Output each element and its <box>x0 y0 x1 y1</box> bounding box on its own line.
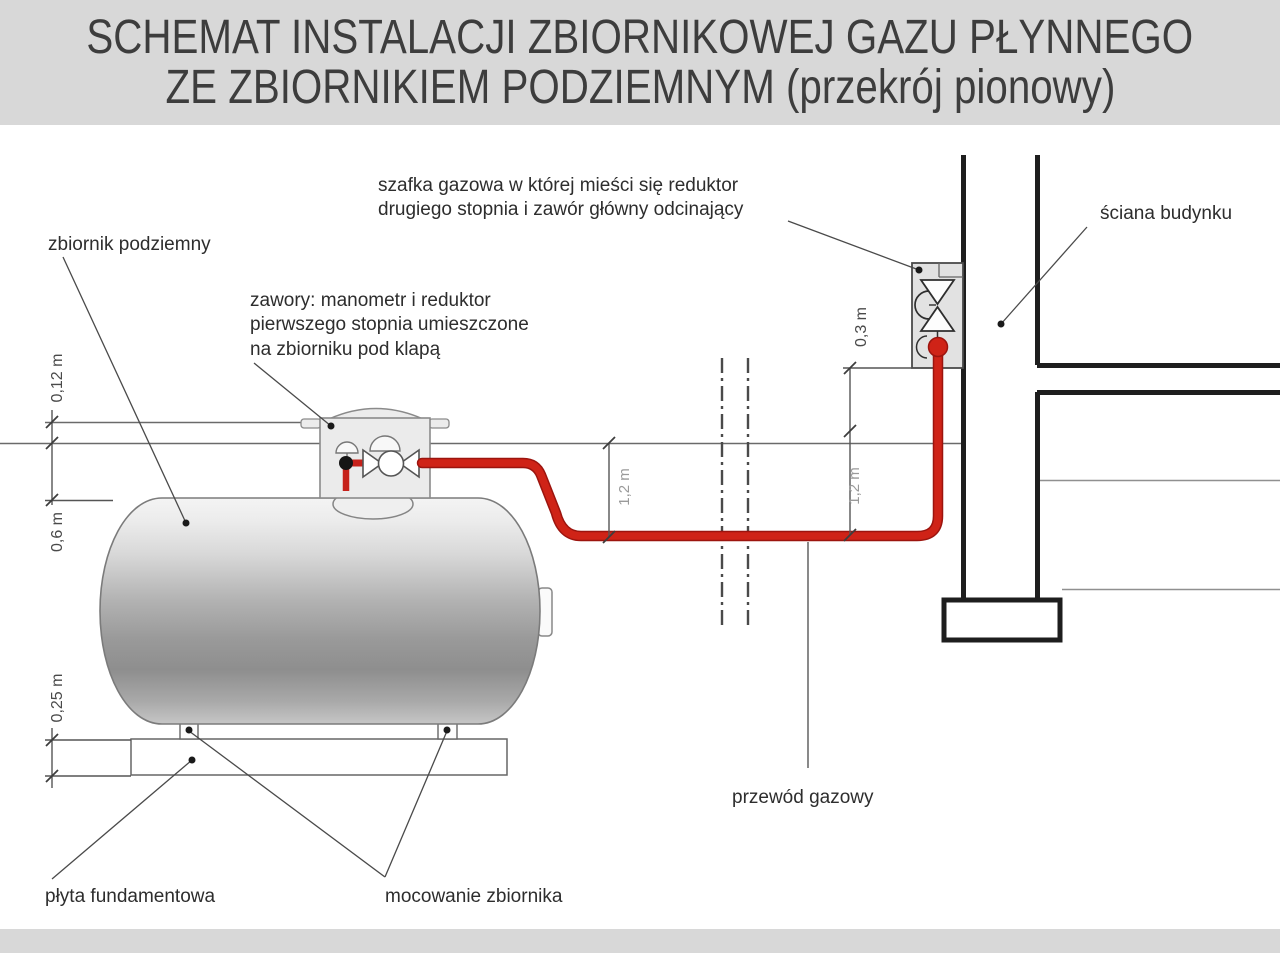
dot-cabinet <box>915 266 923 274</box>
wall-footing <box>941 597 1063 643</box>
tick <box>45 733 59 747</box>
dot-plate <box>188 756 196 764</box>
leader-dots <box>182 266 1005 764</box>
dim-pipe-depth-mid: 1,2 m <box>616 468 633 506</box>
foundation-plate <box>130 738 508 776</box>
main-valve-upper-wing <box>919 279 956 306</box>
tick <box>45 769 59 783</box>
tick <box>45 415 59 429</box>
valve-box-tab-right <box>428 418 450 429</box>
label-tank: zbiornik podziemny <box>48 234 211 255</box>
dot-mount-left <box>185 726 193 734</box>
leader-wall <box>1000 226 1088 325</box>
tick <box>843 528 857 542</box>
label-valves-line1: zawory: manometr i reduktor <box>250 290 491 311</box>
dim-pipe-depth-wall: 1,2 m <box>846 467 863 505</box>
manometer-icon <box>335 441 359 454</box>
valve-box-tab-left <box>300 418 322 429</box>
tick <box>45 436 59 450</box>
dim-plate-thickness: 0,25 m <box>49 674 66 723</box>
dot-wall <box>997 320 1005 328</box>
leader-plate <box>51 759 193 880</box>
building-wall <box>941 155 1280 643</box>
tank-valve-left-wing <box>362 448 384 479</box>
label-mount: mocowanie zbiornika <box>385 886 563 907</box>
tick <box>843 361 857 375</box>
second-stage-regulator-icon <box>914 290 930 320</box>
label-cabinet-line2: drugiego stopnia i zawór główny odcinają… <box>378 199 744 220</box>
dim-cabinet-bottom: 0,3 m <box>853 307 870 347</box>
label-pipe: przewód gazowy <box>732 787 874 808</box>
label-valves-line3: na zbiorniku pod klapą <box>250 339 441 360</box>
label-plate: płyta fundamentowa <box>45 886 215 907</box>
break-lines <box>720 358 750 628</box>
leader-tank <box>62 256 187 524</box>
tank-valve-body <box>377 450 405 477</box>
tank-pipe-joint-dot <box>339 456 353 470</box>
dim-tank-top-depth: 0,6 m <box>49 512 66 552</box>
dimension-ticks <box>45 361 857 783</box>
tick <box>45 493 59 507</box>
leader-mount-left <box>188 730 386 878</box>
label-wall: ściana budynku <box>1100 203 1232 224</box>
label-cabinet-line1: szafka gazowa w której mieści się redukt… <box>378 175 739 196</box>
underground-tank <box>99 497 541 725</box>
leader-lines <box>51 220 1088 880</box>
regulator-icon <box>369 435 401 452</box>
leader-valves <box>253 362 332 427</box>
tick <box>843 424 857 438</box>
leader-cabinet <box>787 220 920 271</box>
pipe-end-dot <box>927 336 949 358</box>
tick <box>602 530 616 544</box>
label-valves-line2: pierwszego stopnia umieszczone <box>250 314 529 335</box>
tick <box>602 436 616 450</box>
title-band: SCHEMAT INSTALACJI ZBIORNIKOWEJ GAZU PŁY… <box>0 0 1280 125</box>
dot-mount-right <box>443 726 451 734</box>
leader-mount-right <box>384 730 448 878</box>
dot-tank <box>182 519 190 527</box>
dim-cover: 0,12 m <box>49 354 66 403</box>
page-title-line1: SCHEMAT INSTALACJI ZBIORNIKOWEJ GAZU PŁY… <box>86 10 1194 64</box>
footer-band <box>0 929 1280 953</box>
cabinet-gauge-icon <box>915 335 928 359</box>
gas-pipe <box>418 348 942 540</box>
page-title-line2: ZE ZBIORNIKIEM PODZIEMNYM (przekrój pion… <box>165 60 1115 114</box>
dimension-lines <box>45 367 912 788</box>
dot-valves <box>327 422 335 430</box>
